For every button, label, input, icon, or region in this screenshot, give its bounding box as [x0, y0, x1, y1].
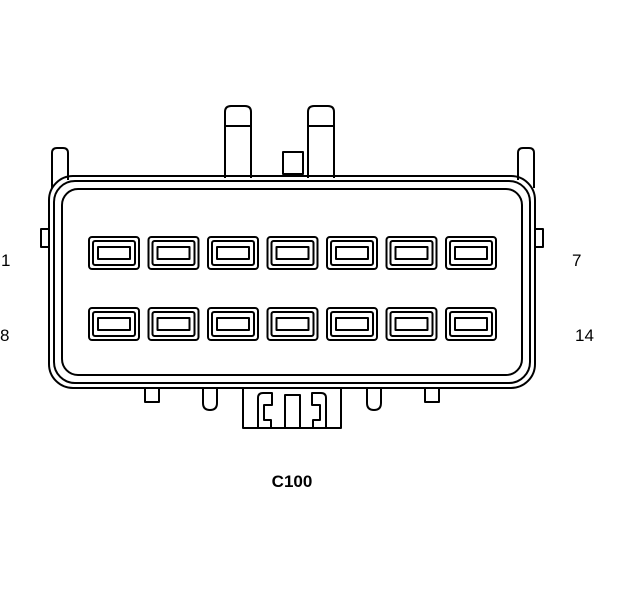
pin-cavity-2 [147, 236, 200, 270]
pin-cavity-1 [88, 236, 140, 270]
pin-cavity-6 [385, 236, 438, 270]
pin-label-14: 14 [575, 326, 594, 345]
pin-cavity-14 [445, 307, 497, 341]
pin-cavity-13 [385, 307, 438, 341]
left-side-nub [40, 228, 50, 248]
connector-name-label: C100 [271, 472, 313, 491]
pin-cavity-10 [207, 307, 259, 341]
pin-cavity-11 [266, 307, 319, 341]
pin-cavity-5 [326, 236, 378, 270]
pin-cavity-12 [326, 307, 378, 341]
pin-cavities [88, 236, 497, 341]
right-side-nub [534, 228, 544, 248]
pin-label-7: 7 [572, 251, 582, 270]
pin-cavity-8 [88, 307, 140, 341]
pin-cavity-4 [266, 236, 319, 270]
pin-cavity-3 [207, 236, 259, 270]
pin-cavity-7 [445, 236, 497, 270]
top-latches [224, 105, 335, 178]
bottom-features [144, 387, 440, 429]
pin-label-8: 8 [0, 326, 10, 345]
connector-housing [48, 175, 536, 389]
corner-tabs [51, 147, 535, 188]
pin-label-1: 1 [1, 251, 11, 270]
pin-cavity-9 [147, 307, 200, 341]
